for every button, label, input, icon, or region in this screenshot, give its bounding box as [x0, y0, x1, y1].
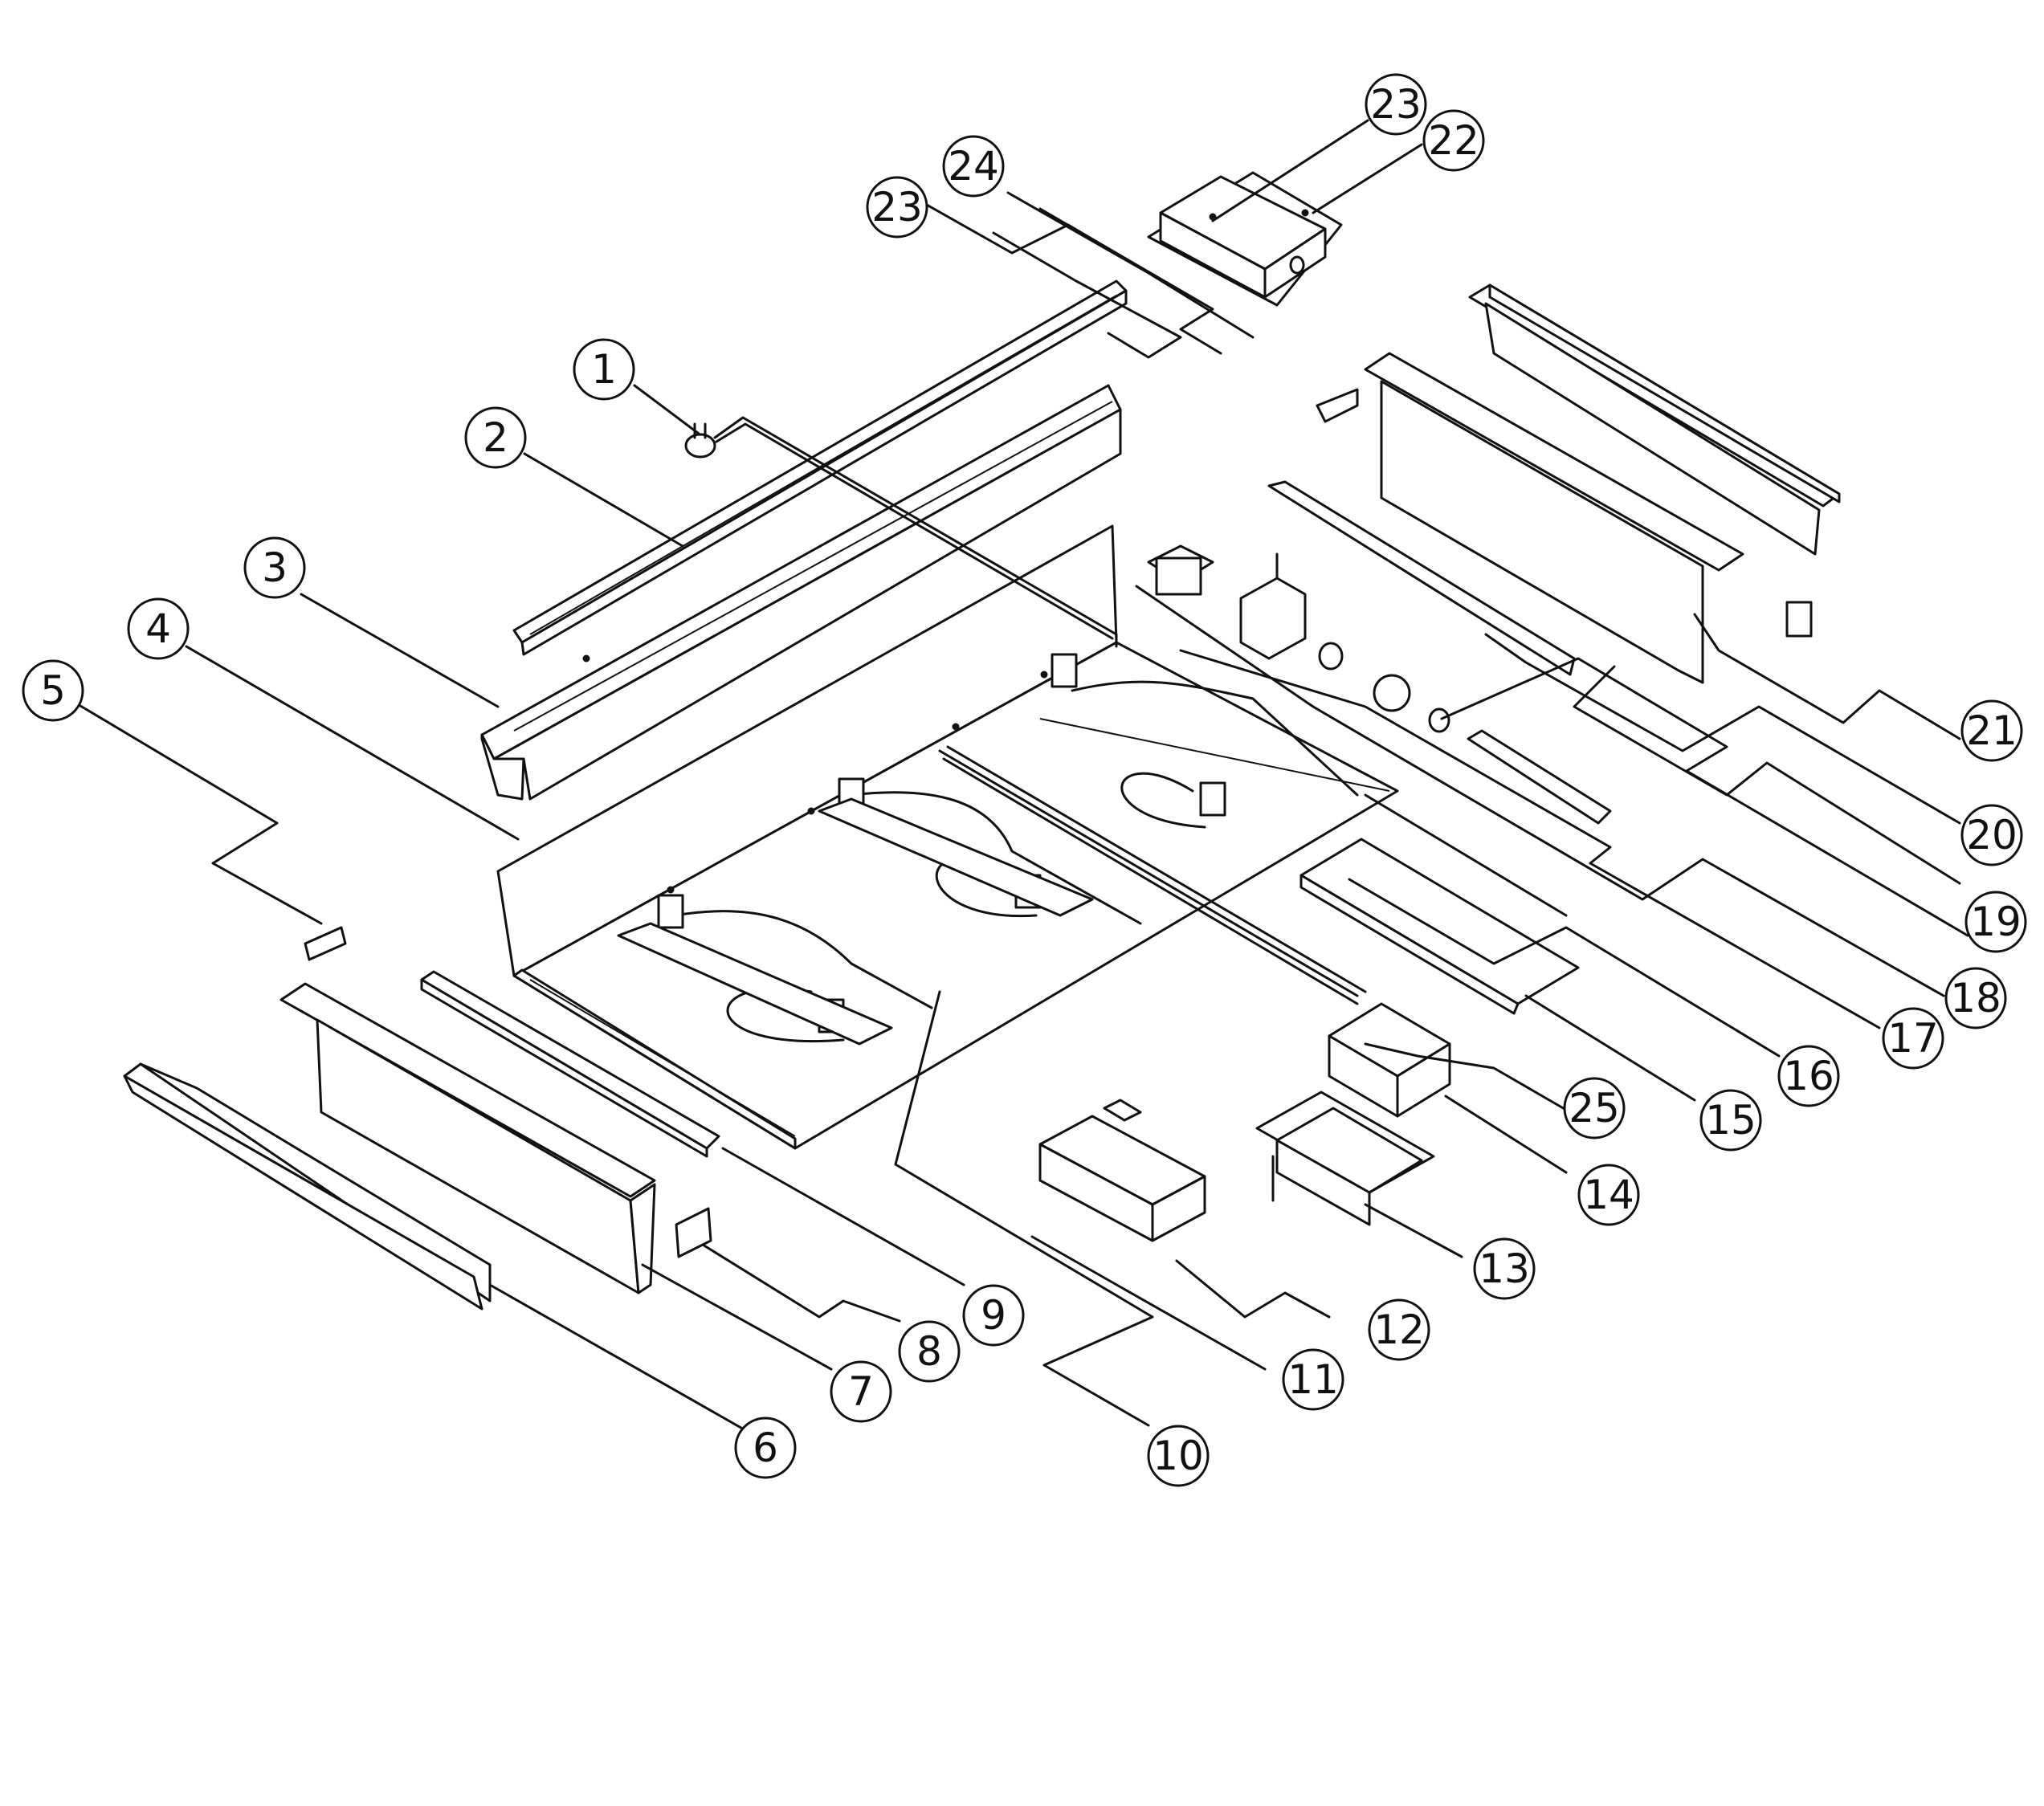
callout-12: 12	[1368, 1298, 1430, 1361]
callout-25-label: 25	[1569, 1085, 1620, 1131]
callout-3-label: 3	[262, 544, 288, 591]
callout-5-label: 5	[40, 667, 66, 714]
part-pilot-1	[684, 416, 1118, 648]
part-control-box	[1328, 1002, 1451, 1118]
callout-23-top: 23	[1365, 73, 1427, 136]
callout-11: 11	[1282, 1348, 1344, 1411]
callout-25: 25	[1563, 1077, 1626, 1139]
part-clip-5	[304, 926, 347, 961]
callout-4-label: 4	[145, 605, 171, 652]
callout-24: 24	[942, 135, 1005, 198]
callout-19: 19	[1964, 891, 2027, 953]
callout-21-label: 21	[1966, 707, 2017, 754]
callout-7: 7	[830, 1360, 892, 1423]
callout-18-label: 18	[1950, 975, 2001, 1021]
part-burner-tubes	[617, 653, 1367, 1046]
callout-20-label: 20	[1966, 812, 2017, 858]
part-junction-box	[1147, 171, 1343, 307]
callout-16: 16	[1777, 1045, 1840, 1107]
callout-21: 21	[1960, 699, 2023, 762]
callout-2: 2	[464, 406, 527, 469]
leader-lines	[67, 119, 1969, 1435]
part-channel-15	[1299, 838, 1580, 1015]
callout-7-label: 7	[848, 1368, 874, 1415]
callout-2-label: 2	[483, 414, 508, 461]
callout-14: 14	[1577, 1164, 1640, 1226]
callout-22: 22	[1422, 109, 1485, 172]
callout-10-label: 10	[1153, 1433, 1204, 1479]
callout-16-label: 16	[1783, 1053, 1834, 1099]
callout-18: 18	[1944, 967, 2007, 1029]
callout-9-label: 9	[981, 1292, 1006, 1339]
callout-19-label: 19	[1970, 899, 2022, 945]
part-clip-8	[675, 1207, 712, 1258]
callout-11-label: 11	[1287, 1356, 1339, 1403]
callout-3: 3	[243, 536, 306, 599]
callout-23-left: 23	[866, 176, 928, 238]
callout-13: 13	[1473, 1237, 1536, 1300]
callout-17: 17	[1882, 1007, 1944, 1070]
part-rail-9	[420, 970, 720, 1158]
callout-12-label: 12	[1373, 1307, 1425, 1353]
callout-15: 15	[1699, 1089, 1762, 1152]
part-angle-6	[123, 1062, 492, 1311]
callout-1: 1	[573, 338, 635, 401]
callout-10: 10	[1147, 1425, 1210, 1487]
callout-4: 4	[127, 597, 190, 660]
callout-17-label: 17	[1887, 1015, 1939, 1062]
callout-6: 6	[734, 1417, 797, 1479]
callout-8-label: 8	[916, 1328, 942, 1375]
part-right-panels	[1267, 283, 1841, 684]
part-bracket-24	[1316, 388, 1359, 423]
callout-20: 20	[1960, 804, 2023, 866]
callout-22-label: 22	[1428, 117, 1479, 164]
callout-23-left-label: 23	[871, 184, 923, 230]
part-tray-13	[1255, 1091, 1435, 1226]
callout-9: 9	[962, 1284, 1025, 1347]
callout-5: 5	[22, 659, 84, 722]
callout-15-label: 15	[1705, 1097, 1756, 1144]
callout-1-label: 1	[591, 346, 617, 393]
callout-14-label: 14	[1583, 1172, 1634, 1218]
callout-23-top-label: 23	[1370, 81, 1422, 128]
part-bracket-12	[1038, 1099, 1206, 1242]
part-valves-fittings	[1147, 544, 1612, 825]
callout-13-label: 13	[1479, 1245, 1530, 1292]
part-front-panel-7	[279, 982, 656, 1294]
callout-8: 8	[898, 1320, 961, 1383]
part-channel-3	[480, 384, 1122, 801]
callout-6-label: 6	[753, 1425, 778, 1471]
callout-24-label: 24	[948, 143, 999, 190]
